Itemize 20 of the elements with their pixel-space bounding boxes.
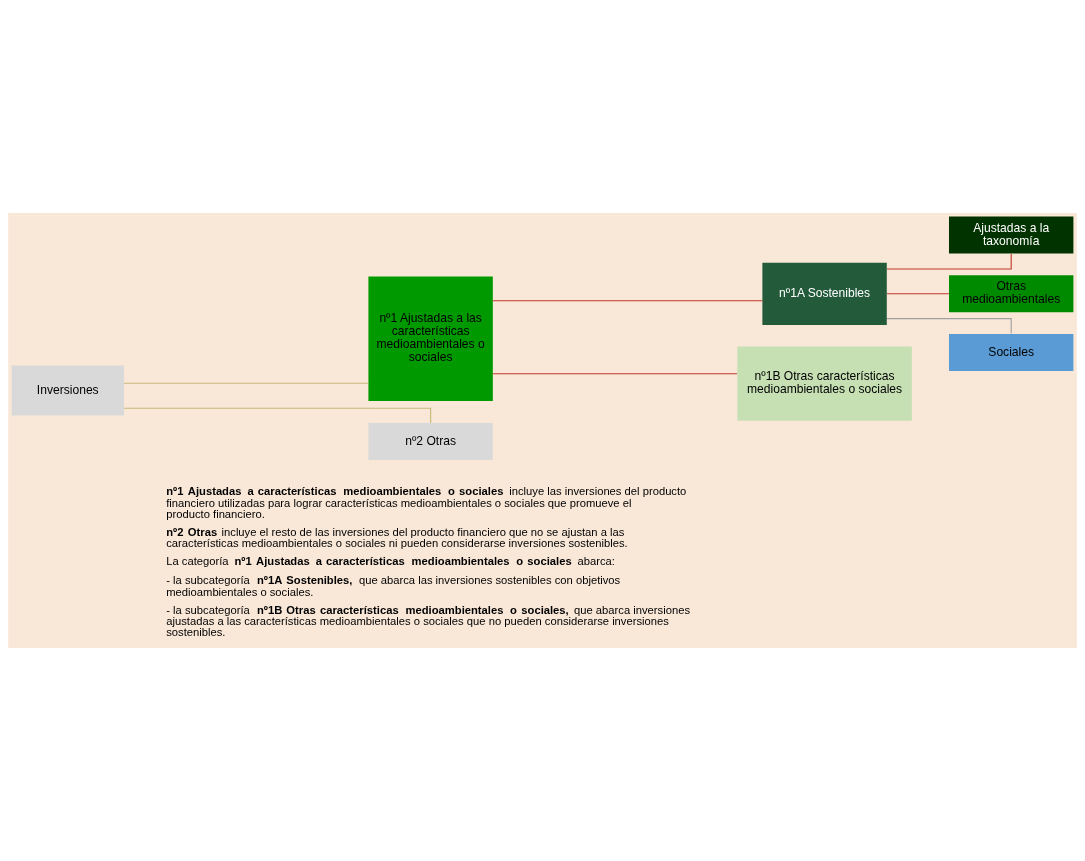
- connector: [492, 300, 763, 302]
- node-box: Ajustadas a la taxonomía: [949, 216, 1074, 254]
- node-box: Inversiones: [11, 365, 124, 416]
- connector: [123, 407, 432, 424]
- node-box: nº1B Otras características medioambientales o sociales: [737, 346, 912, 421]
- node-box: Otras medioambientales: [949, 275, 1074, 313]
- node-box: Sociales: [949, 333, 1074, 372]
- label: La categoría nº1 Ajustadas a características medioambientales o sociales abarca:: [166, 555, 615, 568]
- node-box: nº1 Ajustadas a las características medioambientales o sociales: [368, 276, 493, 401]
- label: nº1 Ajustadas a características medioambientales o sociales incluye las inversiones del producto financiero utilizadas para lograr características medioambientales o sociales que promueve el producto financiero.: [166, 485, 687, 520]
- connector: [886, 253, 1012, 270]
- label: nº2 Otras incluye el resto de las inversiones del producto financiero que no se ajustan a las características medioambientales o sociales ni pueden considerarse inversiones sostenibles.: [166, 526, 628, 550]
- node-box: nº2 Otras: [368, 422, 493, 461]
- connector: [123, 382, 369, 384]
- connector: [492, 373, 738, 375]
- node-box: nº1A Sostenibles: [762, 262, 887, 325]
- label: - la subcategoría nº1A Sostenibles, que abarca las inversiones sostenibles con objetivos medioambientales o sociales.: [166, 574, 621, 598]
- connector: [886, 293, 950, 295]
- label: - la subcategoría nº1B Otras características medioambientales o sociales, que abarca inversiones ajustadas a las características medioambientales o sociales que no pueden considerarse inversiones sostenibles.: [166, 603, 691, 639]
- connector: [886, 318, 1012, 335]
